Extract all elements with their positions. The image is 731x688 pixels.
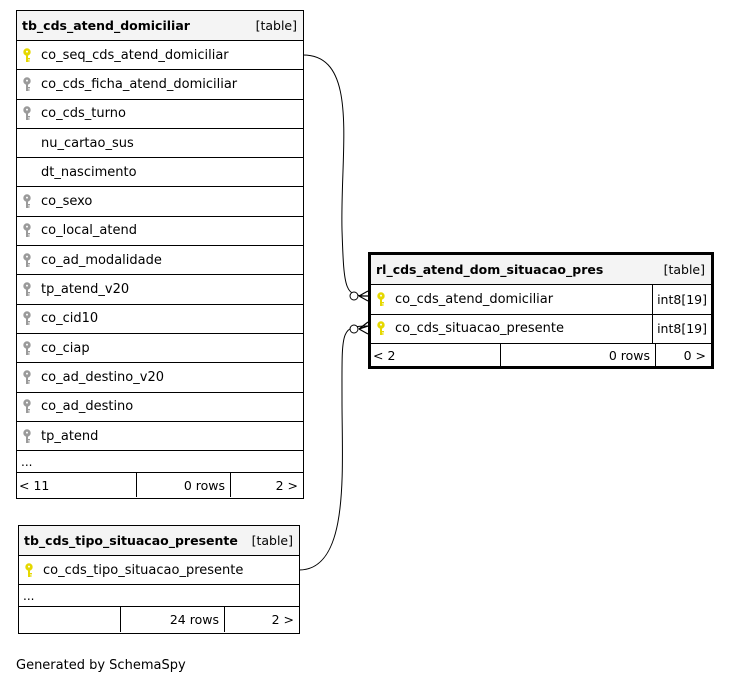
- row-count: 0 rows: [501, 344, 656, 367]
- column-name: nu_cartao_sus: [41, 135, 134, 151]
- table-row[interactable]: co_cds_ficha_atend_domiciliar: [17, 70, 303, 100]
- foreign-key-icon: [17, 70, 37, 98]
- row-count: 24 rows: [121, 607, 225, 632]
- foreign-key-icon: [17, 217, 37, 245]
- foreign-key-icon: [17, 246, 37, 274]
- zero-cardinality-marker: [349, 324, 359, 334]
- crowfoot-marker: [358, 321, 369, 335]
- table-footer: 24 rows 2 >: [19, 607, 299, 632]
- column-name: co_cds_tipo_situacao_presente: [43, 562, 244, 578]
- column-name: co_cds_turno: [41, 106, 126, 122]
- ellipsis: ...: [21, 454, 33, 469]
- parents-count[interactable]: < 11: [17, 473, 137, 498]
- more-columns: ...: [17, 451, 303, 474]
- table-row[interactable]: nu_cartao_sus: [17, 129, 303, 159]
- foreign-key-icon: [17, 393, 37, 421]
- crowfoot-marker: [358, 290, 369, 302]
- table-row[interactable]: co_ad_destino_v20: [17, 363, 303, 393]
- table-row[interactable]: co_cid10: [17, 305, 303, 334]
- table-row[interactable]: co_sexo: [17, 187, 303, 217]
- column-name: co_local_atend: [41, 223, 137, 239]
- column-name: co_sexo: [41, 194, 93, 210]
- primary-key-icon: [371, 315, 391, 344]
- column-name: co_ad_modalidade: [41, 252, 162, 268]
- table-header[interactable]: rl_cds_atend_dom_situacao_pres [table]: [371, 255, 711, 285]
- table-name: tb_cds_atend_domiciliar: [22, 18, 190, 33]
- table-kind: [table]: [663, 262, 705, 277]
- row-count: 0 rows: [137, 473, 231, 498]
- parents-count[interactable]: [19, 607, 121, 632]
- table-row[interactable]: co_cds_situacao_presente int8[19]: [371, 314, 711, 344]
- foreign-key-icon: [17, 187, 37, 215]
- table-row[interactable]: tp_atend_v20: [17, 275, 303, 305]
- no-key-spacer: [17, 129, 37, 157]
- zero-cardinality-marker: [349, 291, 359, 301]
- table-row[interactable]: co_ad_destino: [17, 393, 303, 422]
- primary-key-icon: [19, 556, 39, 584]
- column-name: co_ciap: [41, 340, 90, 356]
- column-list: co_seq_cds_atend_domiciliar co_cds_ficha_…: [17, 41, 303, 452]
- parents-count[interactable]: < 2: [371, 344, 501, 367]
- table-kind: [table]: [251, 533, 293, 548]
- foreign-key-icon: [17, 305, 37, 333]
- table-row[interactable]: co_cds_turno: [17, 100, 303, 129]
- primary-key-icon: [17, 41, 37, 69]
- foreign-key-icon: [17, 422, 37, 450]
- generated-by-caption: Generated by SchemaSpy: [16, 658, 186, 673]
- no-key-spacer: [17, 158, 37, 186]
- relationship-domiciliar-to-situacao-pres[interactable]: [302, 54, 369, 297]
- table-row[interactable]: co_ciap: [17, 334, 303, 364]
- table-rl-cds-atend-dom-situacao-pres[interactable]: rl_cds_atend_dom_situacao_pres [table] c…: [368, 252, 714, 369]
- foreign-key-icon: [17, 275, 37, 303]
- table-kind: [table]: [255, 18, 297, 33]
- table-row[interactable]: co_cds_tipo_situacao_presente: [19, 556, 299, 585]
- table-row[interactable]: co_seq_cds_atend_domiciliar: [17, 41, 303, 71]
- table-name: tb_cds_tipo_situacao_presente: [24, 533, 238, 548]
- table-header[interactable]: tb_cds_tipo_situacao_presente [table]: [19, 526, 299, 556]
- column-name: co_cid10: [41, 311, 99, 327]
- column-name: dt_nascimento: [41, 164, 137, 180]
- column-name: co_cds_atend_domiciliar: [395, 291, 554, 307]
- column-name: tp_atend: [41, 428, 99, 444]
- children-count[interactable]: 2 >: [271, 612, 294, 627]
- table-tb-cds-tipo-situacao-presente[interactable]: tb_cds_tipo_situacao_presente [table] co…: [18, 525, 300, 634]
- table-row[interactable]: co_cds_atend_domiciliar int8[19]: [371, 285, 711, 315]
- children-count[interactable]: 2 >: [275, 477, 298, 493]
- foreign-key-icon: [17, 334, 37, 362]
- column-type: int8[19]: [652, 314, 711, 343]
- table-row[interactable]: tp_atend: [17, 422, 303, 452]
- column-type: int8[19]: [652, 285, 711, 314]
- column-name: co_seq_cds_atend_domiciliar: [41, 47, 229, 63]
- table-footer: < 2 0 rows 0 >: [371, 344, 711, 367]
- table-name: rl_cds_atend_dom_situacao_pres: [376, 262, 604, 277]
- column-name: tp_atend_v20: [41, 282, 130, 298]
- children-count[interactable]: 0 >: [683, 348, 706, 363]
- foreign-key-icon: [17, 363, 37, 391]
- column-name: co_ad_destino_v20: [41, 369, 164, 385]
- table-header[interactable]: tb_cds_atend_domiciliar [table]: [17, 11, 303, 41]
- table-tb-cds-atend-domiciliar[interactable]: tb_cds_atend_domiciliar [table] co_seq_c…: [16, 10, 304, 499]
- table-row[interactable]: co_local_atend: [17, 217, 303, 247]
- more-columns: ...: [19, 585, 299, 607]
- ellipsis: ...: [23, 588, 35, 603]
- column-name: co_ad_destino: [41, 399, 134, 415]
- column-name: co_cds_situacao_presente: [395, 321, 564, 337]
- column-name: co_cds_ficha_atend_domiciliar: [41, 76, 238, 92]
- table-row[interactable]: co_ad_modalidade: [17, 246, 303, 276]
- table-footer: < 11 0 rows 2 >: [17, 473, 303, 498]
- primary-key-icon: [371, 285, 391, 314]
- column-list: co_cds_tipo_situacao_presente: [19, 556, 299, 585]
- relationship-tipo-situacao-to-situacao-pres[interactable]: [298, 325, 369, 571]
- foreign-key-icon: [17, 100, 37, 128]
- table-row[interactable]: dt_nascimento: [17, 158, 303, 188]
